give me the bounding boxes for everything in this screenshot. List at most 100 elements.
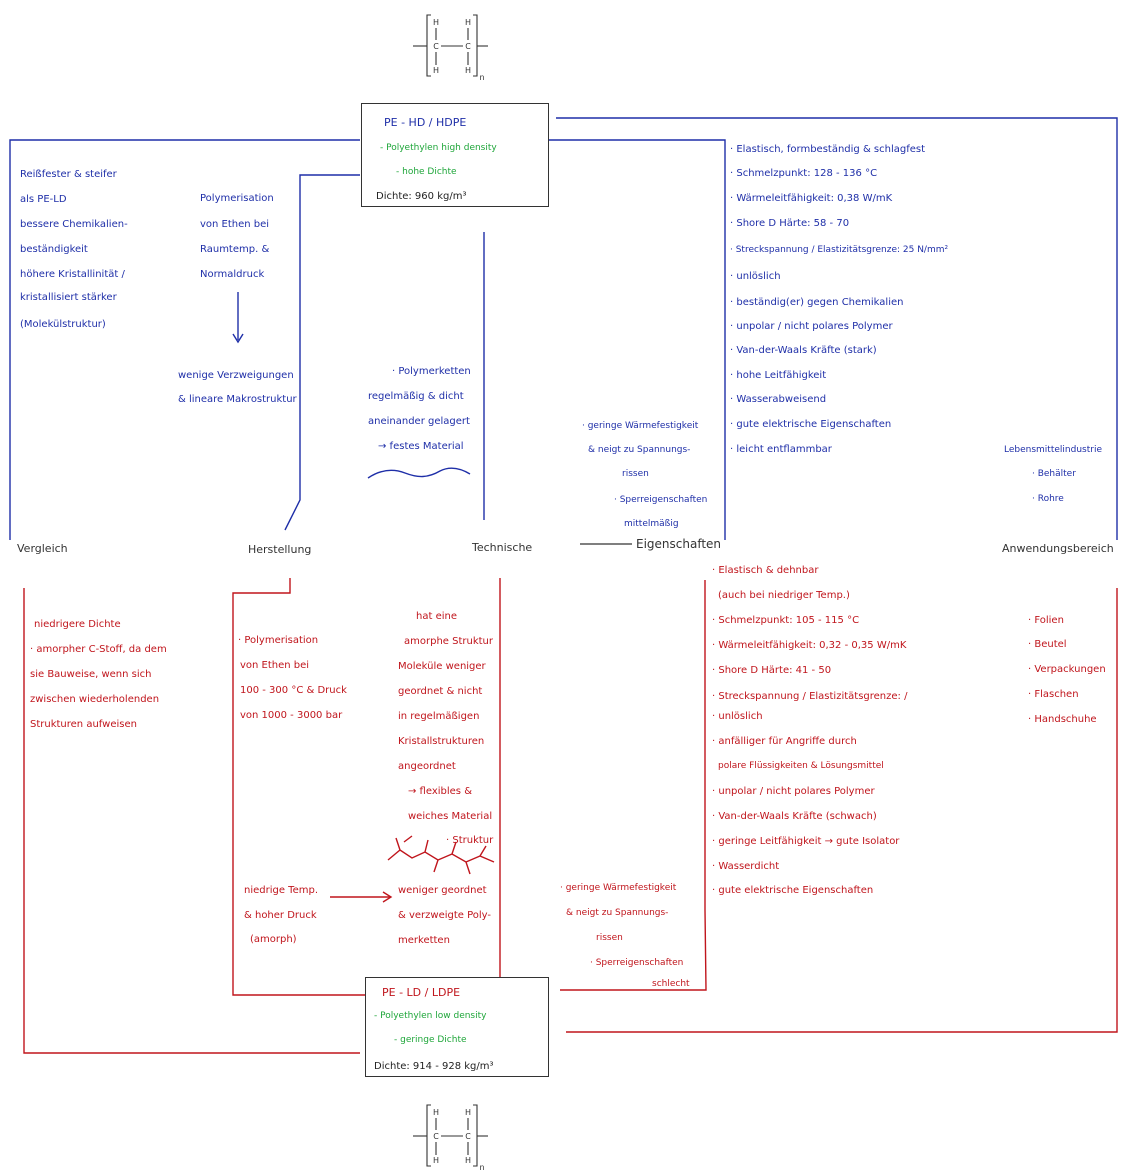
repeat-n: n [479,73,484,80]
note-line: niedrige Temp. [244,885,319,896]
hdpe-line-eigenschaften [548,139,726,540]
note-line: · unlöslich [730,271,781,282]
atom-h: H [433,66,439,75]
atom-h: H [465,1156,471,1165]
note-line: · Shore D Härte: 58 - 70 [730,218,850,229]
note-line: & lineare Makrostruktur [178,394,297,405]
note-line: → flexibles & [408,786,472,797]
note-line: rissen [622,469,649,479]
note-line: Reißfester & steifer [20,169,117,180]
note-line: · Streckspannung / Elastizitätsgrenze: / [712,691,908,702]
hdpe-box: PE - HD / HDPE - Polyethylen high densit… [361,103,549,207]
note-line: · Sperreigenschaften [614,495,708,505]
hdpe-line-herstellung [284,174,360,531]
note-line: · Van-der-Waals Kräfte (schwach) [712,811,877,822]
note-line: von Ethen bei [240,660,310,671]
note-line: · Sperreigenschaften [590,958,684,968]
note-line: · Wärmeleitfähigkeit: 0,38 W/mK [730,193,893,204]
note-line: in regelmäßigen [398,711,480,722]
hdpe-molecule-icon: H C H H C H n [410,10,490,82]
atom-h: H [433,1108,439,1117]
note-line: (auch bei niedriger Temp.) [718,590,850,601]
note-line: · Elastisch, formbeständig & schlagfest [730,144,926,155]
repeat-n: n [479,1163,484,1170]
note-line: amorphe Struktur [404,636,493,647]
atom-c: C [465,42,471,51]
note-line: weniger geordnet [398,885,487,896]
note-line: bessere Chemikalien- [20,219,128,230]
note-line: Kristallstrukturen [398,736,485,747]
note-line: · geringe Leitfähigkeit → gute Isolator [712,836,900,847]
note-line: merketten [398,935,450,946]
hdpe-title: PE - HD / HDPE [384,116,467,129]
note-line: · Polymerisation [238,635,319,646]
note-line: · Beutel [1028,639,1067,650]
note-line: (Molekülstruktur) [20,319,106,330]
note-line: · Polymerketten [392,366,471,377]
note-line: · hohe Leitfähigkeit [730,370,827,381]
note-line: & neigt zu Spannungs- [566,908,669,918]
note-line: hat eine [416,611,457,622]
ldpe-line-herstellung [232,578,365,996]
note-line: sie Bauweise, wenn sich [30,669,152,680]
wavy-chain-icon [367,467,471,479]
note-line: mittelmäßig [624,519,679,529]
note-line: kristallisiert stärker [20,292,117,303]
note-line: · Van-der-Waals Kräfte (stark) [730,345,877,356]
note-line: polare Flüssigkeiten & Lösungsmittel [718,761,884,771]
note-line: weiches Material [408,811,493,822]
note-line: regelmäßig & dicht [368,391,464,402]
category-vergleich: Vergleich [17,542,68,555]
note-line: angeordnet [398,761,456,772]
note-line: · Shore D Härte: 41 - 50 [712,665,832,676]
note-line: niedrigere Dichte [34,619,121,630]
note-line: höhere Kristallinität / [20,269,125,280]
note-line: · Behälter [1032,469,1076,479]
atom-c: C [433,1132,439,1141]
ldpe-line-eigenschaften [560,580,707,991]
note-line: · leicht entflammbar [730,444,832,455]
note-line: → festes Material [378,441,464,452]
atom-h: H [465,66,471,75]
hdpe-sub1: - Polyethylen high density [380,143,497,153]
atom-h: H [433,18,439,27]
note-line: (amorph) [250,934,297,945]
ldpe-density: Dichte: 914 - 928 kg/m³ [374,1061,494,1072]
note-line: · Wärmeleitfähigkeit: 0,32 - 0,35 W/mK [712,640,907,651]
ldpe-line-vergleich [23,588,360,1054]
note-line: Strukturen aufweisen [30,719,137,730]
note-line: · geringe Wärmefestigkeit [560,883,677,893]
note-line: Raumtemp. & [200,244,270,255]
atom-h: H [465,18,471,27]
note-line: Lebensmittelindustrie [1004,445,1102,455]
note-line: Moleküle weniger [398,661,486,672]
note-line: schlecht [652,979,690,989]
note-line: · gute elektrische Eigenschaften [730,419,892,430]
note-line: · Rohre [1032,494,1064,504]
ldpe-molecule-icon: H C H H C H n [410,1100,490,1172]
hdpe-density: Dichte: 960 kg/m³ [376,191,467,202]
hdpe-line-anwendung [556,117,1118,540]
category-herstellung: Herstellung [248,543,312,556]
atom-c: C [433,42,439,51]
ldpe-sub2: - geringe Dichte [394,1035,467,1045]
note-line: aneinander gelagert [368,416,470,427]
hdpe-line-vergleich [9,139,360,540]
note-line: · unlöslich [712,711,763,722]
note-line: · Elastisch & dehnbar [712,565,819,576]
note-line: zwischen wiederholenden [30,694,160,705]
arrow-head-red [382,891,393,903]
note-line: · Schmelzpunkt: 128 - 136 °C [730,168,878,179]
note-line: & verzweigte Poly- [398,910,492,921]
note-line: wenige Verzweigungen [178,370,294,381]
note-line: · Folien [1028,615,1064,626]
category-technische: Technische [472,541,533,554]
atom-h: H [433,1156,439,1165]
note-line: als PE-LD [20,194,67,205]
note-line: · geringe Wärmefestigkeit [582,421,699,431]
note-line: & hoher Druck [244,910,317,921]
note-line: · Flaschen [1028,689,1079,700]
note-line: · Handschuhe [1028,714,1097,725]
note-line: · Verpackungen [1028,664,1106,675]
